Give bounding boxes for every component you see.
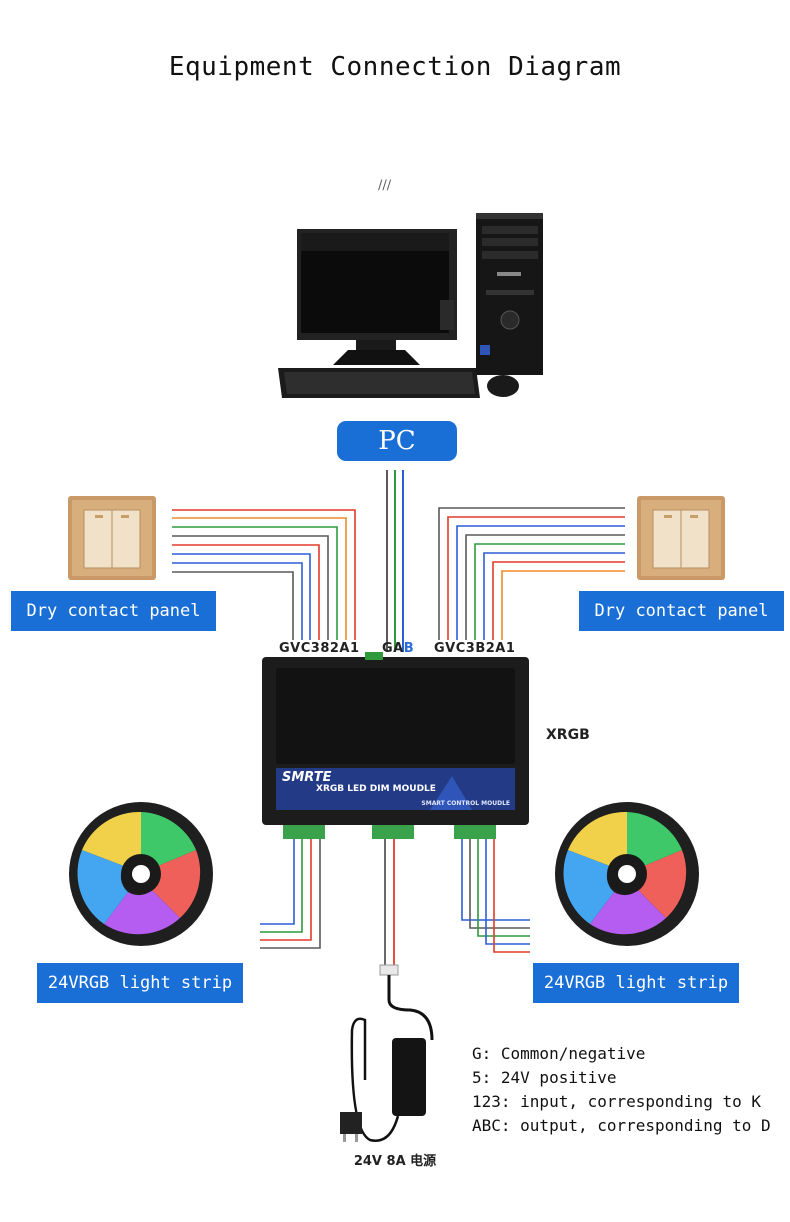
- power-supply-label: 24V 8A 电源: [353, 1154, 437, 1169]
- module-brand: SMRTE: [282, 770, 332, 785]
- terminal-left-label: GVC382A1: [279, 641, 360, 656]
- terminal-mid-b: B: [403, 641, 415, 656]
- light-strip-left-label: 24VRGB light strip: [37, 963, 243, 1003]
- pc-wires: [386, 470, 404, 652]
- dry-contact-panel-left-label: Dry contact panel: [11, 591, 216, 631]
- led-strip-reel-icon: [69, 802, 213, 946]
- module-subtitle: SMART CONTROL MOUDLE: [421, 800, 510, 807]
- led-strip-reel-icon: [555, 802, 699, 946]
- switch-panel-icon: [637, 496, 725, 580]
- legend-item: G: Common/negative: [472, 1044, 646, 1063]
- monitor-icon: [297, 229, 457, 365]
- pc-label: PC: [337, 421, 457, 461]
- legend: G: Common/negative 5: 24V positive 123: …: [472, 1042, 771, 1138]
- legend-item: 123: input, corresponding to K: [472, 1092, 761, 1111]
- pc-tower-icon: [476, 213, 543, 375]
- module-name: XRGB LED DIM MOUDLE: [316, 784, 436, 794]
- light-strip-right-label: 24VRGB light strip: [533, 963, 739, 1003]
- terminal-mid-a: A: [393, 641, 404, 656]
- legend-item: ABC: output, corresponding to D: [472, 1116, 771, 1135]
- switch-panel-icon: [68, 496, 156, 580]
- legend-item: 5: 24V positive: [472, 1068, 617, 1087]
- module-side-label: XRGB: [546, 727, 590, 743]
- keyboard-icon: [278, 368, 480, 398]
- xrgb-module: [262, 652, 529, 839]
- terminal-right-label: GVC3B2A1: [434, 641, 516, 656]
- left-strip-wires: [260, 839, 321, 949]
- terminal-mid-label: GAB: [382, 641, 414, 656]
- mouse-icon: [487, 375, 519, 397]
- dry-contact-panel-right-label: Dry contact panel: [579, 591, 784, 631]
- decor-marks: ///: [378, 178, 392, 193]
- diagram-title: Equipment Connection Diagram: [168, 52, 622, 82]
- power-adapter-icon: [340, 964, 434, 1142]
- right-strip-wires: [461, 839, 530, 953]
- left-panel-wires: [172, 509, 356, 640]
- right-panel-wires: [438, 507, 625, 640]
- terminal-mid-g: G: [382, 641, 394, 656]
- psu-wires: [384, 839, 395, 965]
